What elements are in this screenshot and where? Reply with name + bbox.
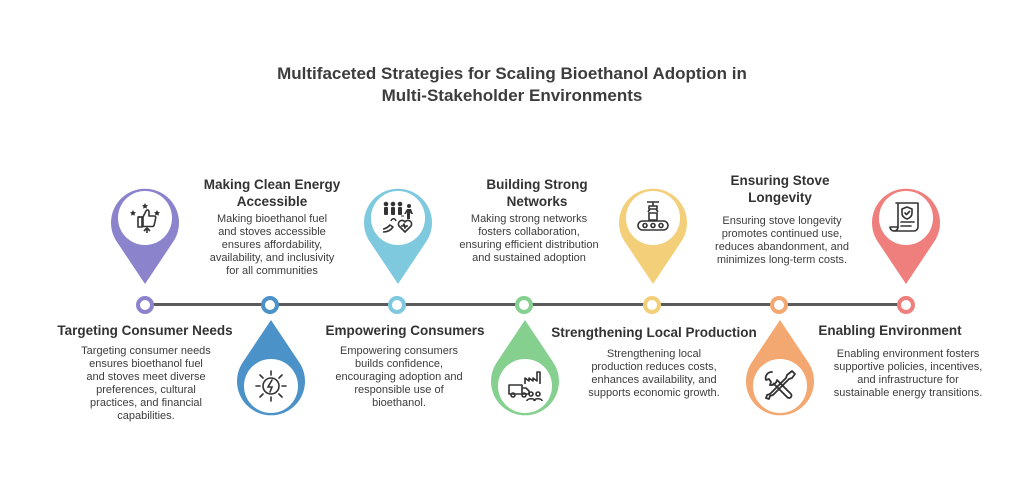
pin-enabling-environment: [870, 182, 942, 286]
timeline-node-7: [897, 296, 915, 314]
pin-strengthening-local-production: [617, 182, 689, 286]
step-2-heading: Making Clean Energy Accessible: [203, 177, 341, 209]
pin-targeting-consumer-needs: [109, 182, 181, 286]
step-4-description: Making strong networks fosters collabora…: [459, 213, 599, 264]
step-1-description: Targeting consumer needs ensures bioetha…: [81, 345, 211, 422]
delivery-truck-factory-icon: [508, 371, 543, 402]
step-5-description: Strengthening local production reduces c…: [588, 348, 720, 399]
step-3-description: Empowering consumers builds confidence, …: [335, 345, 463, 409]
timeline-node-2: [261, 296, 279, 314]
title-line-2: Multi-Stakeholder Environments: [381, 86, 643, 105]
step-7-description: Enabling environment fosters supportive …: [833, 348, 983, 399]
lightning-bulb-icon: [255, 370, 287, 402]
people-family-icon: [382, 201, 413, 233]
title-line-1: Multifaceted Strategies for Scaling Bioe…: [277, 64, 747, 83]
pin-building-strong-networks: [489, 318, 561, 422]
pin-ensuring-stove-longevity: [744, 318, 816, 422]
timeline-node-3: [388, 296, 406, 314]
pin-empowering-consumers: [362, 182, 434, 286]
step-1-heading: Targeting Consumer Needs: [57, 323, 233, 338]
pin-making-clean-energy-accessible: [235, 318, 307, 422]
step-4-heading: Building Strong Networks: [486, 177, 588, 209]
step-6-heading: Ensuring Stove Longevity: [730, 173, 830, 205]
step-7-heading: Enabling Environment: [818, 323, 962, 338]
step-6-description: Ensuring stove longevity promotes contin…: [715, 215, 849, 266]
conveyor-belt-icon: [637, 201, 669, 231]
diagram-title: Multifaceted Strategies for Scaling Bioe…: [0, 63, 1024, 107]
timeline-node-5: [643, 296, 661, 314]
wrench-screwdriver-icon: [764, 370, 796, 400]
thumbs-up-stars-icon: [130, 203, 160, 233]
timeline-node-4: [515, 296, 533, 314]
step-3-heading: Empowering Consumers: [325, 323, 485, 338]
policy-document-shield-icon: [889, 202, 919, 232]
step-2-description: Making bioethanol fuel and stoves access…: [209, 213, 335, 277]
timeline-node-1: [136, 296, 154, 314]
step-5-heading: Strengthening Local Production: [551, 325, 757, 340]
timeline-node-6: [770, 296, 788, 314]
